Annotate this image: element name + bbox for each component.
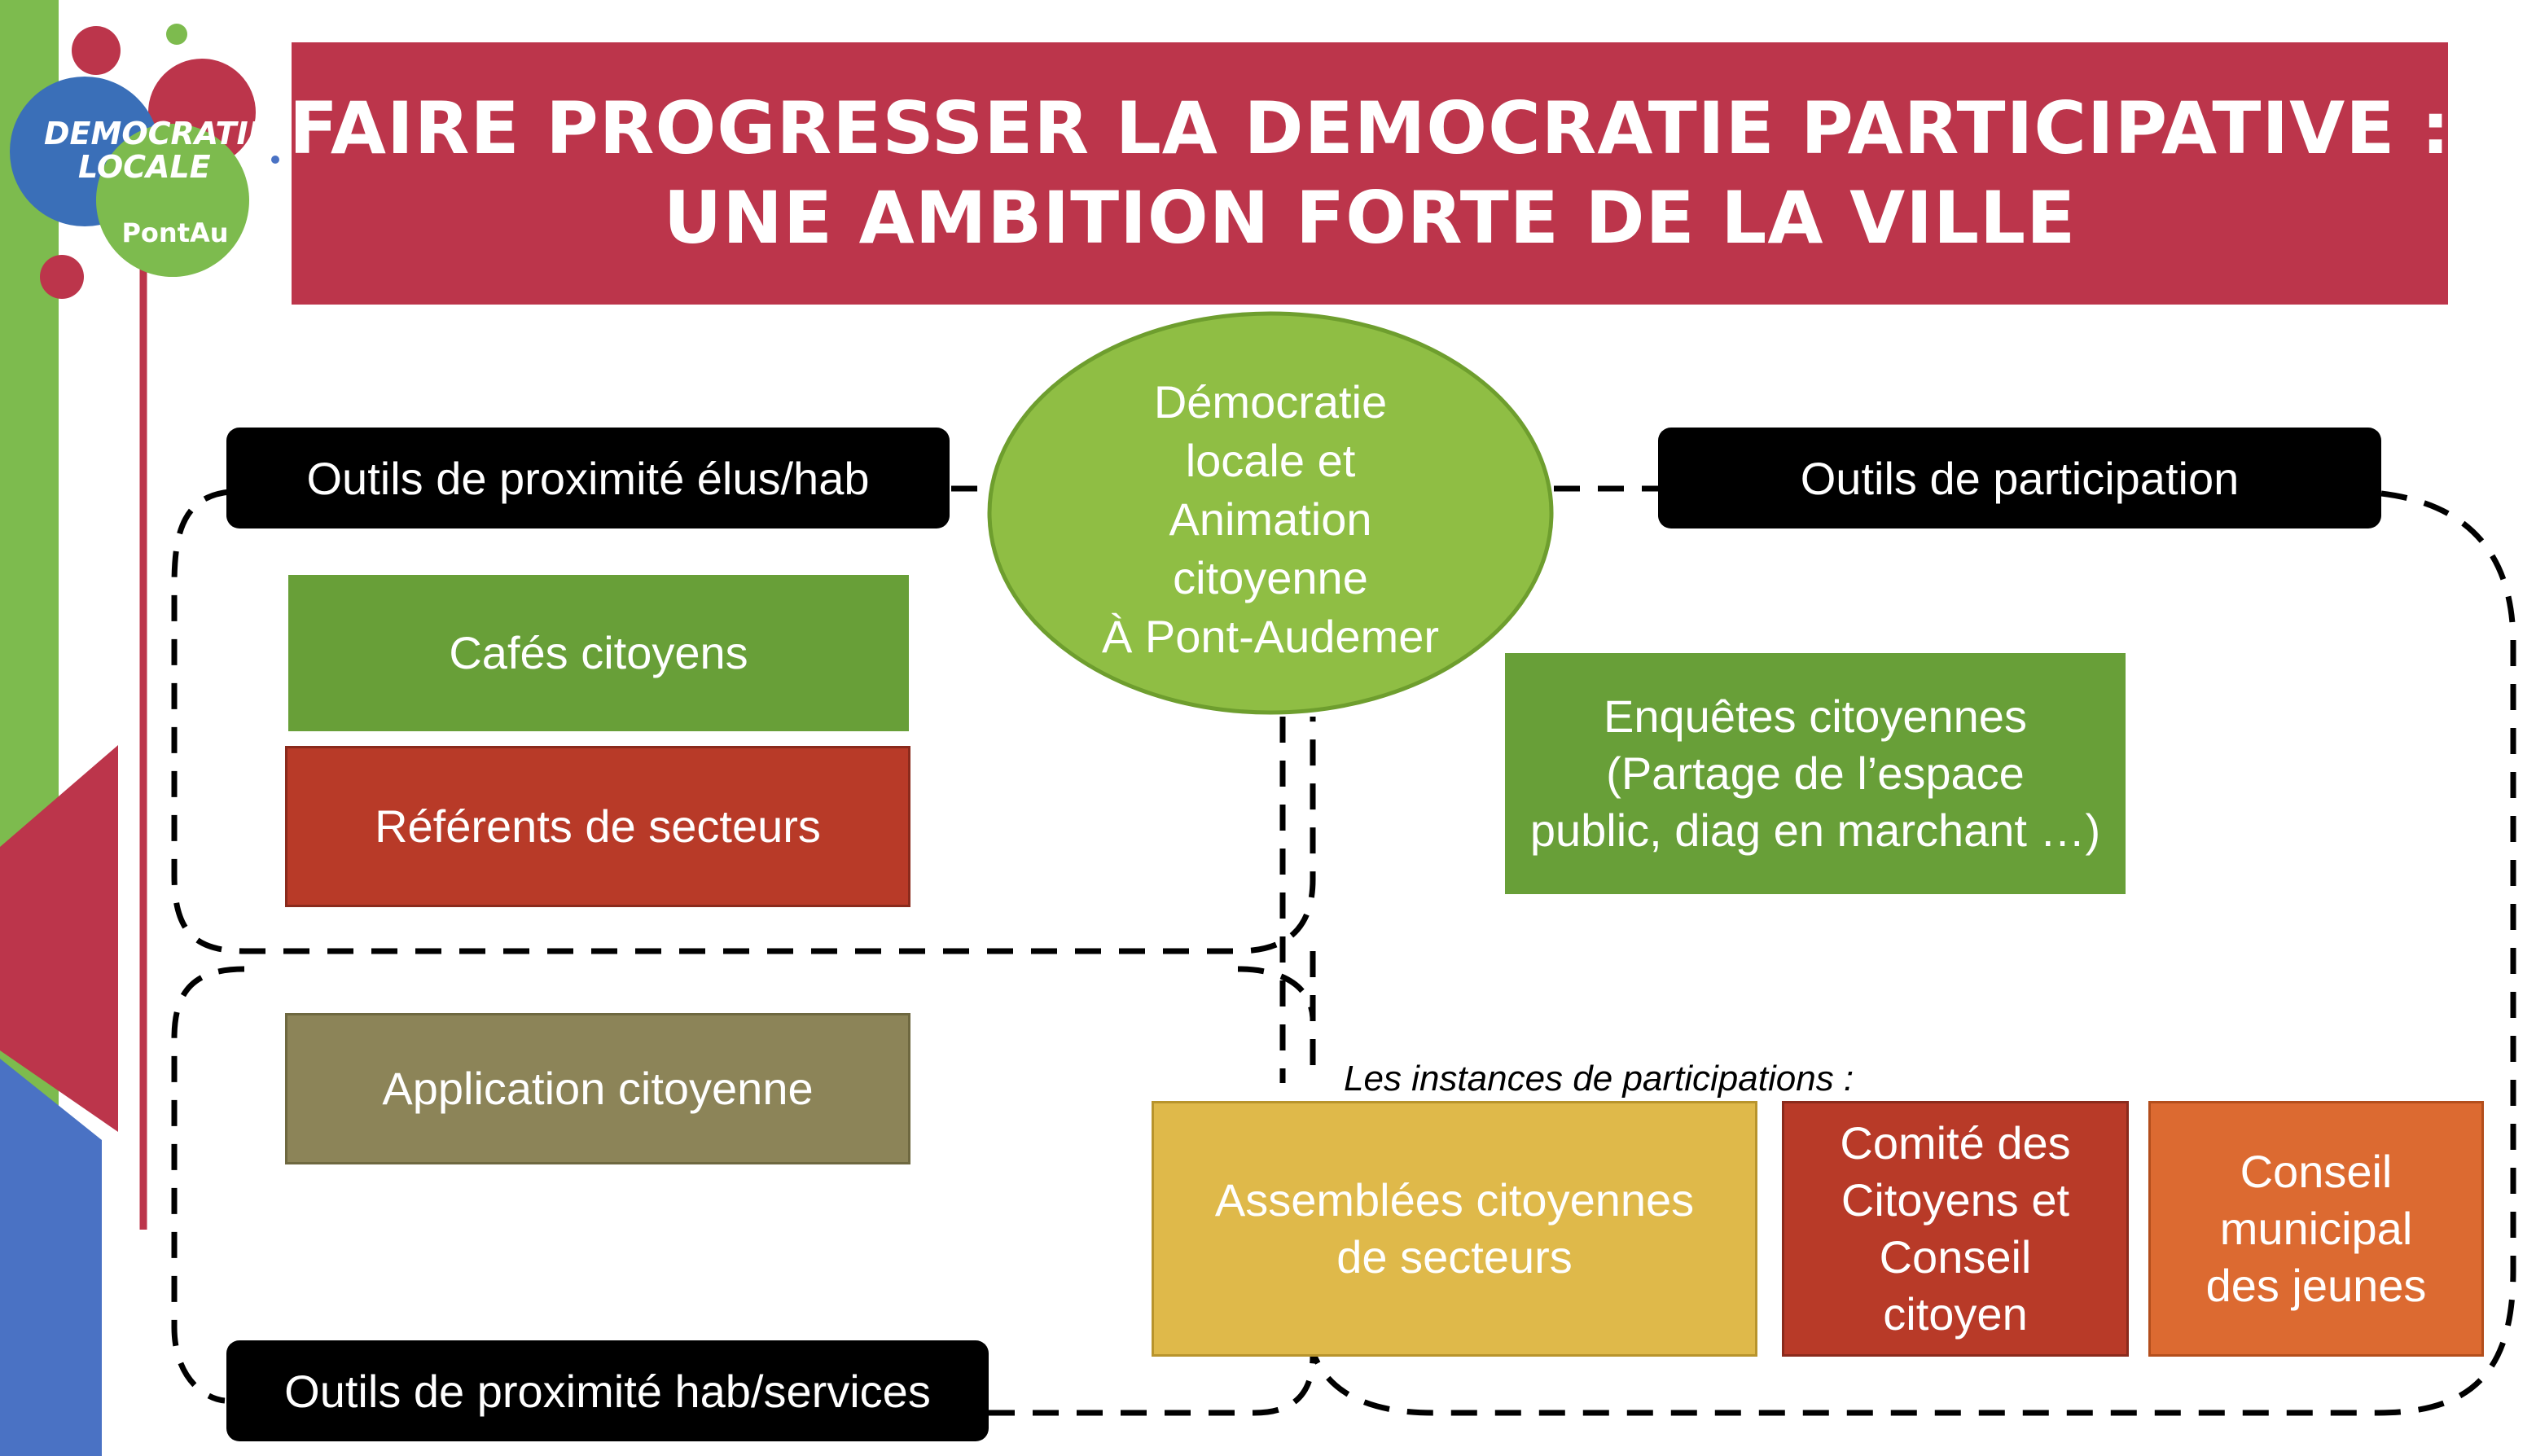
center-line-3: Animation <box>1169 493 1372 545</box>
title-line-2: UNE AMBITION FORTE DE LA VILLE <box>663 176 2077 260</box>
box-comite-line-2: Citoyens et <box>1841 1174 2070 1226</box>
center-line-4: citoyenne <box>1173 552 1368 603</box>
box-enquetes-line-1: Enquêtes citoyennes <box>1604 691 2027 742</box>
box-referents-secteurs-label: Référents de secteurs <box>375 800 821 852</box>
logo-green-circle <box>96 124 249 277</box>
logo-small-red-circle <box>72 26 121 75</box>
center-label: Démocratie locale et Animation citoyenne… <box>995 365 1546 674</box>
center-ellipse <box>987 311 1554 715</box>
group-boundary-elus <box>171 489 1316 954</box>
box-application-citoyenne-label: Application citoyenne <box>382 1063 814 1114</box>
box-assemblees-line-1: Assemblées citoyennes <box>1214 1174 1695 1226</box>
box-referents-secteurs: Référents de secteurs <box>285 746 910 907</box>
logo-green-dot <box>166 24 187 45</box>
instances-caption: Les instances de participations : <box>1344 1059 1854 1099</box>
logo-line-1: DEMOCRATIE <box>44 116 270 151</box>
box-comite-line-3: Conseil <box>1879 1231 2032 1283</box>
logo-blue-dot <box>271 156 279 164</box>
group-boundary-services-bottom <box>989 1355 1316 1416</box>
box-comite-line-1: Comité des <box>1840 1117 2071 1169</box>
logo-line-3: PontAu <box>121 217 229 248</box>
box-cafes-citoyens-label: Cafés citoyens <box>449 627 748 678</box>
box-enquetes-line-2: (Partage de l’espace <box>1606 748 2025 799</box>
center-line-5: À Pont-Audemer <box>1102 611 1439 662</box>
box-application-citoyenne: Application citoyenne <box>285 1013 910 1164</box>
title-banner: FAIRE PROGRESSER LA DEMOCRATIE PARTICIPA… <box>288 42 2451 305</box>
group-boundary-services-top <box>1237 966 1316 1019</box>
box-enquetes-citoyennes: Enquêtes citoyennes (Partage de l’espace… <box>1505 653 2126 894</box>
box-conseil-jeunes: Conseil municipal des jeunes <box>2148 1101 2484 1357</box>
tag-proximite-services-label: Outils de proximité hab/services <box>284 1365 931 1417</box>
title-line-1: FAIRE PROGRESSER LA DEMOCRATIE PARTICIPA… <box>288 86 2451 170</box>
box-comite-citoyens: Comité des Citoyens et Conseil citoyen <box>1782 1101 2129 1357</box>
logo-line-2: LOCALE <box>78 149 211 185</box>
group-boundary-participation <box>1310 490 2516 1416</box>
box-conseil-line-3: des jeunes <box>2205 1260 2427 1311</box>
center-line-2: locale et <box>1185 435 1356 486</box>
center-line-1: Démocratie <box>1153 376 1388 428</box>
box-enquetes-line-3: public, diag en marchant …) <box>1529 805 2101 856</box>
tag-proximite-services: Outils de proximité hab/services <box>226 1340 989 1441</box>
tag-participation-label: Outils de participation <box>1800 452 2240 504</box>
box-comite-line-4: citoyen <box>1883 1288 2028 1340</box>
tag-participation: Outils de participation <box>1658 428 2381 528</box>
logo-red-dot <box>40 255 84 299</box>
tag-proximite-elus-label: Outils de proximité élus/hab <box>306 452 870 504</box>
box-conseil-line-2: municipal <box>2219 1203 2413 1254</box>
box-assemblees-line-2: de secteurs <box>1336 1231 1573 1283</box>
crimson-side-triangle <box>0 745 118 1132</box>
box-cafes-citoyens: Cafés citoyens <box>288 575 909 731</box>
tag-proximite-elus: Outils de proximité élus/hab <box>226 428 950 528</box>
blue-side-triangle <box>0 1059 102 1456</box>
group-boundary-services <box>171 966 245 1404</box>
box-assemblees-citoyennes: Assemblées citoyennes de secteurs <box>1152 1101 1757 1357</box>
box-conseil-line-1: Conseil <box>2240 1146 2393 1197</box>
